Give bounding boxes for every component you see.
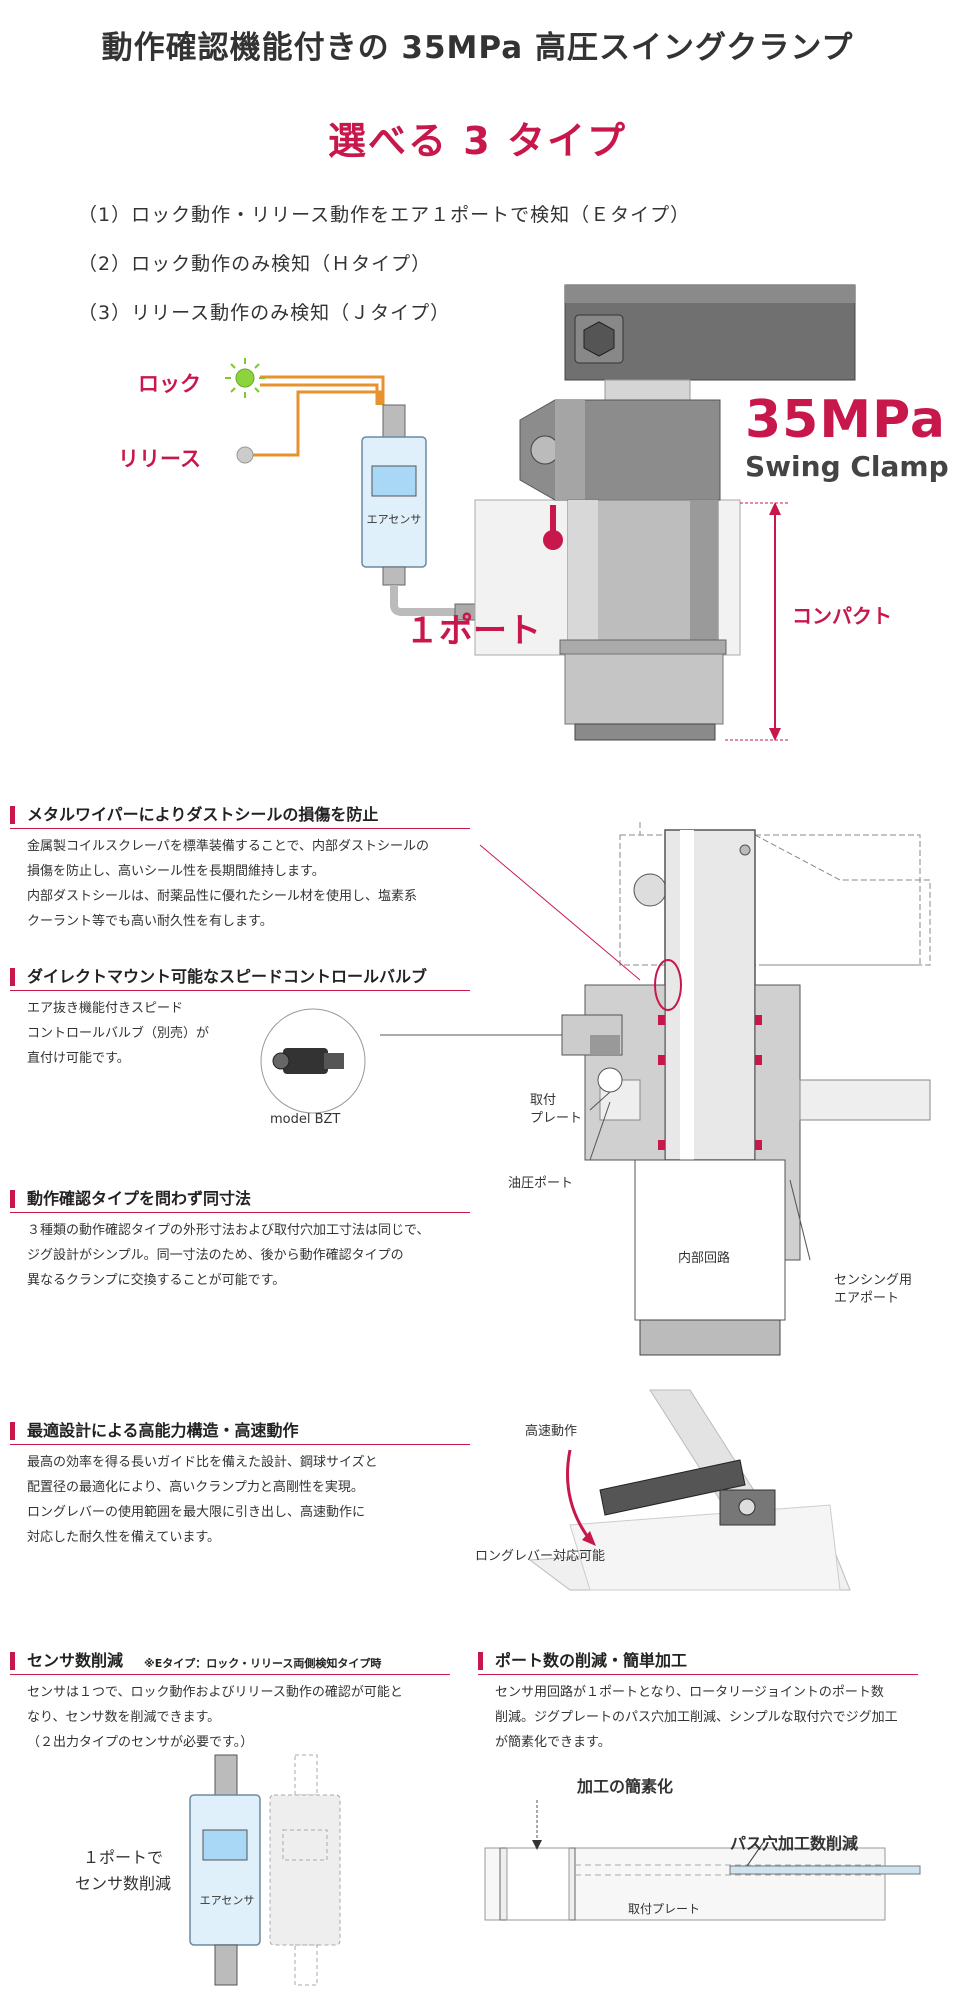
- section-rule: [10, 1444, 470, 1445]
- section-rule: [10, 1674, 450, 1675]
- release-label: リリース: [118, 447, 201, 471]
- plate-illustration: [484, 1800, 921, 1921]
- hero-illustration: [225, 284, 856, 741]
- section-heading-same-size: 動作確認タイプを問わず同寸法: [10, 1190, 251, 1208]
- sensor-comparison-illustration: [189, 1754, 341, 1986]
- oil-port-label: 油圧ポート: [508, 1176, 574, 1191]
- sensing-port-label: センシング用 エアポート: [834, 1273, 913, 1306]
- port-text: センサ用回路が１ポートとなり、ロータリージョイントのポート数 削減。ジグプレート…: [495, 1685, 898, 1750]
- mount-plate-label: 取付 プレート: [530, 1093, 583, 1126]
- section-heading-wiper: メタルワイパーによりダストシールの損傷を防止: [10, 806, 378, 824]
- plate-label: 取付プレート: [628, 1902, 701, 1916]
- section-rule: [10, 990, 470, 991]
- section-heading-port: ポート数の削減・簡単加工: [478, 1652, 687, 1670]
- section-heading-design: 最適設計による高能力構造・高速動作: [10, 1422, 299, 1440]
- section-rule: [478, 1674, 918, 1675]
- section-heading-sensor: センサ数削減: [10, 1652, 123, 1670]
- lever-illustration: [528, 1389, 851, 1591]
- lock-label: ロック: [138, 372, 201, 396]
- wiper-text: 金属製コイルスクレーパを標準装備することで、内部ダストシールの 損傷を防止し、高…: [27, 839, 429, 929]
- internal-circuit-label: 内部回路: [678, 1251, 731, 1266]
- type-e-line: （1）ロック動作・リリース動作をエア１ポートで検知（Ｅタイプ）: [78, 204, 691, 226]
- fast-label: 高速動作: [525, 1424, 578, 1439]
- sensor-note: ※Eタイプ：ロック・リリース両側検知タイプ時: [144, 1657, 382, 1670]
- sensor-label-small: エアセンサ: [199, 1894, 255, 1907]
- valve-illustration: [260, 1008, 366, 1114]
- type-h-line: （2）ロック動作のみ検知（Ｈタイプ）: [78, 253, 432, 275]
- air-sensor-label: エアセンサ: [366, 513, 422, 526]
- lock-lamp-icon: [225, 358, 265, 398]
- section-heading-valve: ダイレクトマウント可能なスピードコントロールバルブ: [10, 968, 427, 986]
- air-sensor-icon: [361, 404, 427, 586]
- valve-model: model BZT: [270, 1112, 341, 1127]
- cross-section-drawing: [380, 820, 931, 1356]
- section-rule: [10, 828, 470, 829]
- pass-label: パス穴加工数削減: [730, 1834, 859, 1853]
- page-subtitle: 選べる 3 タイプ: [328, 119, 627, 163]
- compact-label: コンパクト: [792, 604, 892, 628]
- lever-label: ロングレバー対応可能: [475, 1549, 606, 1564]
- type-j-line: （3）リリース動作のみ検知（Ｊタイプ）: [78, 302, 451, 324]
- pressure-label: 35MPa: [745, 390, 946, 450]
- page-title: 動作確認機能付きの 35MPa 高圧スイングクランプ: [101, 30, 854, 66]
- port-label: １ポート: [405, 611, 541, 651]
- design-text: 最高の効率を得る長いガイド比を備えた設計、鋼球サイズと 配置径の最適化により、高…: [27, 1455, 378, 1545]
- simplify-label: 加工の簡素化: [577, 1777, 674, 1796]
- product-label: Swing Clamp: [745, 450, 949, 483]
- sensor-caption: １ポートで センサ数削減: [75, 1848, 172, 1893]
- same-size-text: ３種類の動作確認タイプの外形寸法および取付穴加工寸法は同じで、 ジグ設計がシンプ…: [27, 1223, 430, 1288]
- valve-text: エア抜き機能付きスピード コントロールバルブ（別売）が 直付け可能です。: [27, 1001, 210, 1066]
- sensor-text: センサは１つで、ロック動作およびリリース動作の確認が可能と なり、センサ数を削減…: [27, 1685, 403, 1750]
- section-rule: [10, 1212, 470, 1213]
- release-lamp-icon: [236, 446, 254, 464]
